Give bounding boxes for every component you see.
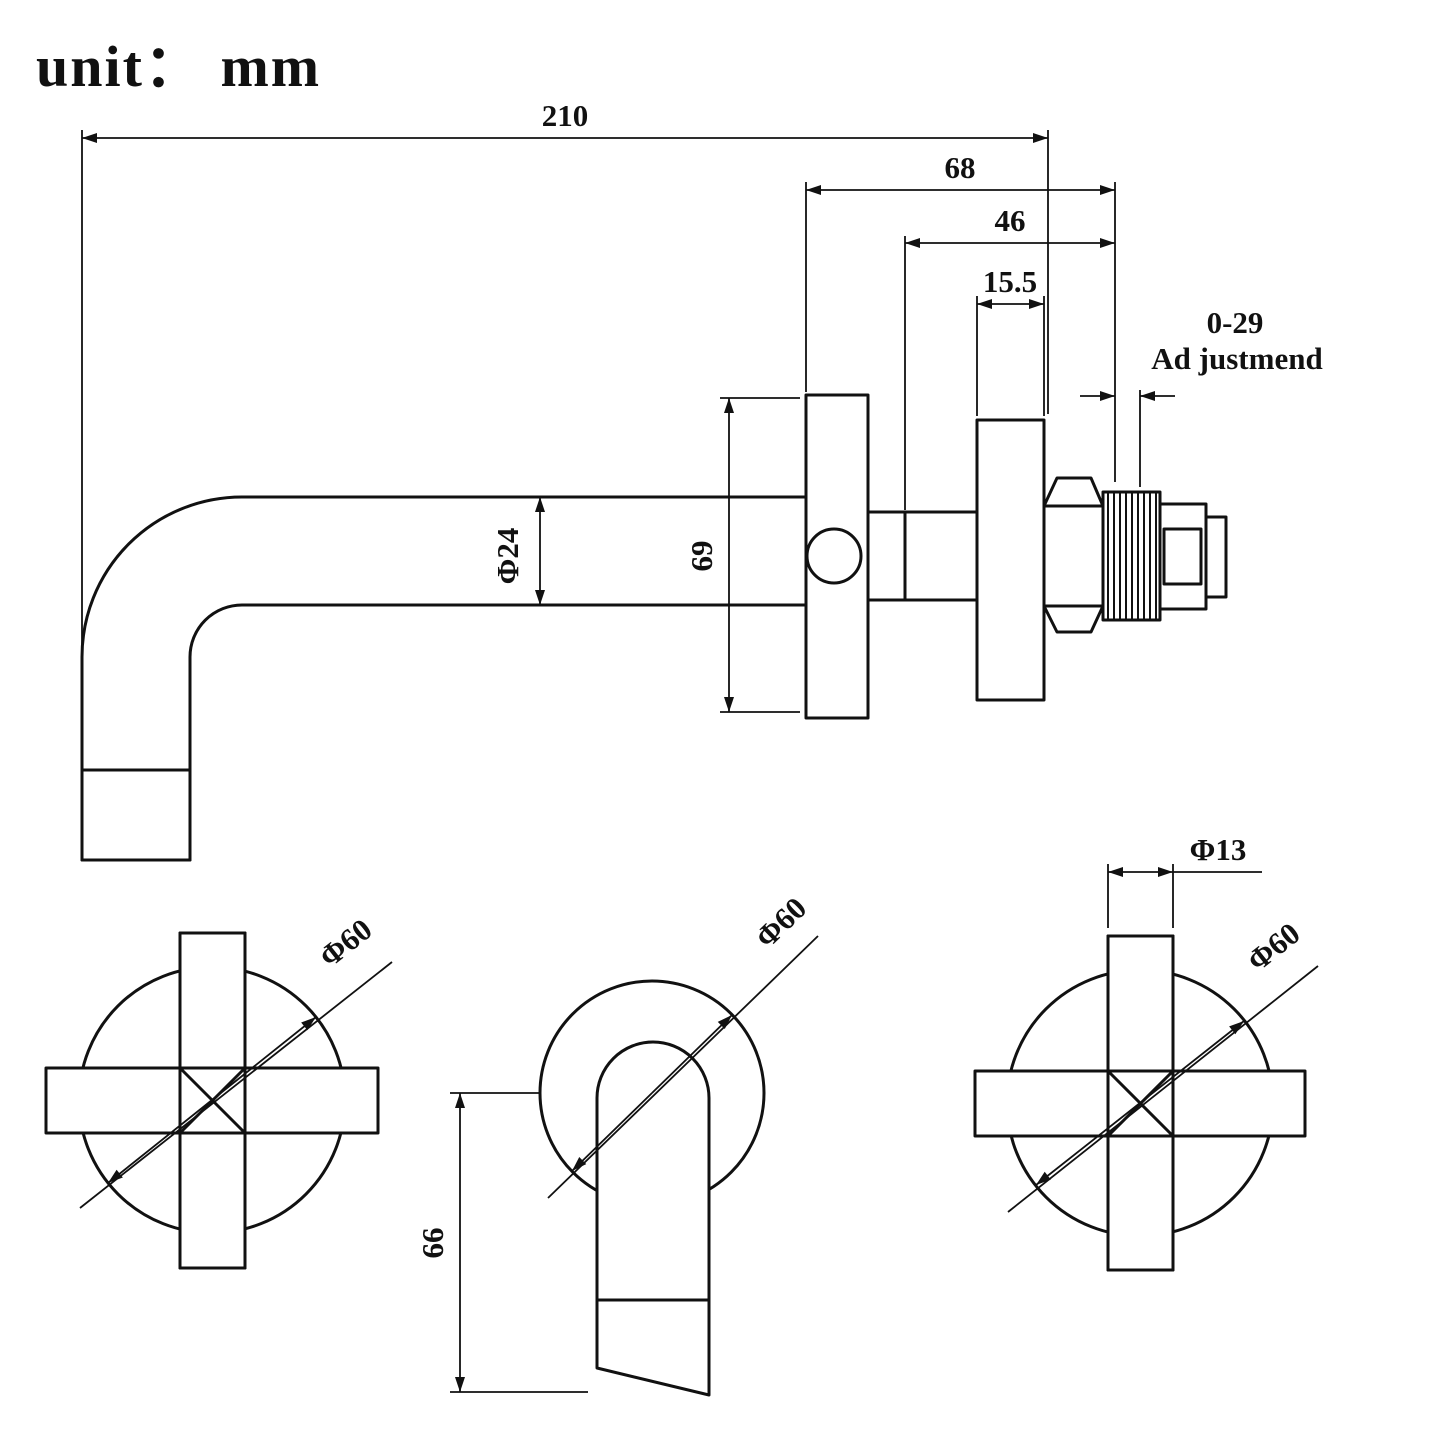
dim-69-label: 69 (684, 541, 719, 572)
dimension-adjustment: 0-29 Ad justmend (1080, 305, 1323, 487)
dim-210-label: 210 (542, 98, 589, 133)
dim-phi60-right-label: Φ60 (1240, 915, 1306, 978)
thread-hatching (1107, 492, 1157, 620)
dim-66-label: 66 (415, 1228, 450, 1259)
dimension-68: 68 (805, 150, 1116, 482)
spout-inner-edge (188, 603, 808, 862)
dim-15-5-label: 15.5 (983, 264, 1037, 299)
concealed-pipe (866, 510, 979, 602)
front-view-right-handle: Φ60 Φ13 (973, 832, 1319, 1272)
side-view-spout-assembly (80, 393, 1228, 862)
dim-68-label: 68 (945, 150, 976, 185)
set-screw-circle (805, 527, 863, 585)
dimension-46: 46 (904, 203, 1115, 510)
dim-phi60-mid-label: Φ60 (748, 890, 813, 955)
unit-label: unit： mm (36, 34, 321, 99)
escutcheon-plate-2 (975, 418, 1046, 702)
valve-tip (1204, 515, 1228, 599)
dim-adjust-text-label: Ad justmend (1151, 341, 1322, 376)
dim-46-label: 46 (995, 203, 1026, 238)
front-view-spout: Φ60 66 (415, 890, 819, 1397)
dim-phi60-left-label: Φ60 (312, 911, 378, 974)
dim-phi13-label: Φ13 (1190, 832, 1247, 867)
hex-nut-outline (1042, 476, 1105, 634)
spout-outer-edge (80, 495, 808, 862)
dimension-15-5: 15.5 (976, 264, 1045, 416)
valve-square-drive (1162, 527, 1203, 586)
spout-front-tube (595, 1040, 711, 1397)
dimension-phi24: Φ24 (490, 497, 545, 605)
right-handle-horizontal-bar (973, 1069, 1307, 1138)
dim-adjust-range-label: 0-29 (1207, 305, 1264, 340)
front-view-left-handle: Φ60 (44, 911, 393, 1270)
dim-phi24-label: Φ24 (490, 528, 525, 585)
dimension-69: 69 (684, 397, 800, 713)
valve-body (1158, 502, 1208, 611)
dimension-210: 210 (81, 98, 1049, 648)
